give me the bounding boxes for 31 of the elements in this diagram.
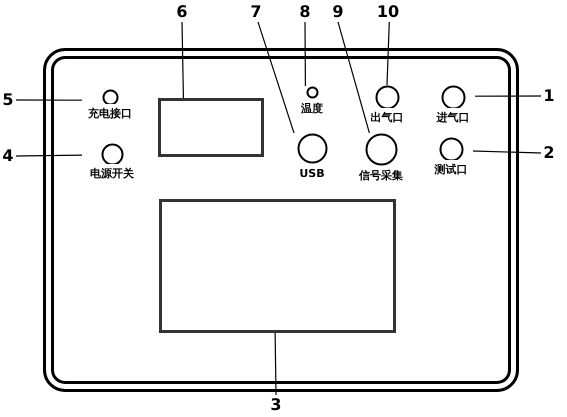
callout-number: 1 — [541, 86, 557, 106]
port-label: 电源开关 — [90, 167, 134, 181]
leader-line — [386, 22, 390, 86]
display-screen — [158, 98, 264, 157]
port-label: 出气口 — [370, 111, 404, 125]
device-panel — [43, 48, 519, 392]
leader-line — [257, 22, 295, 134]
port-label: 测试口 — [434, 163, 468, 177]
leader-line — [475, 95, 541, 97]
leader-line — [472, 150, 542, 154]
port-label: 进气口 — [436, 111, 470, 125]
leader-line — [181, 22, 184, 98]
port-label: 温度 — [301, 102, 323, 116]
callout-number: 7 — [246, 2, 266, 22]
leader-line — [16, 154, 82, 157]
leader-line — [304, 22, 306, 86]
callout-number: 2 — [541, 143, 557, 163]
port-label: USB — [299, 167, 325, 181]
port-label: 信号采集 — [359, 169, 403, 183]
callout-number: 4 — [0, 146, 16, 166]
callout-number: 6 — [172, 2, 192, 22]
leader-line — [274, 333, 277, 395]
callout-number: 10 — [375, 2, 401, 22]
callout-number: 9 — [328, 2, 348, 22]
callout-number: 3 — [268, 395, 284, 415]
leader-line — [337, 22, 370, 134]
port-label: 充电接口 — [88, 107, 132, 121]
display-screen — [159, 199, 396, 333]
leader-line — [16, 99, 82, 101]
callout-number: 8 — [295, 2, 315, 22]
callout-number: 5 — [0, 90, 16, 110]
